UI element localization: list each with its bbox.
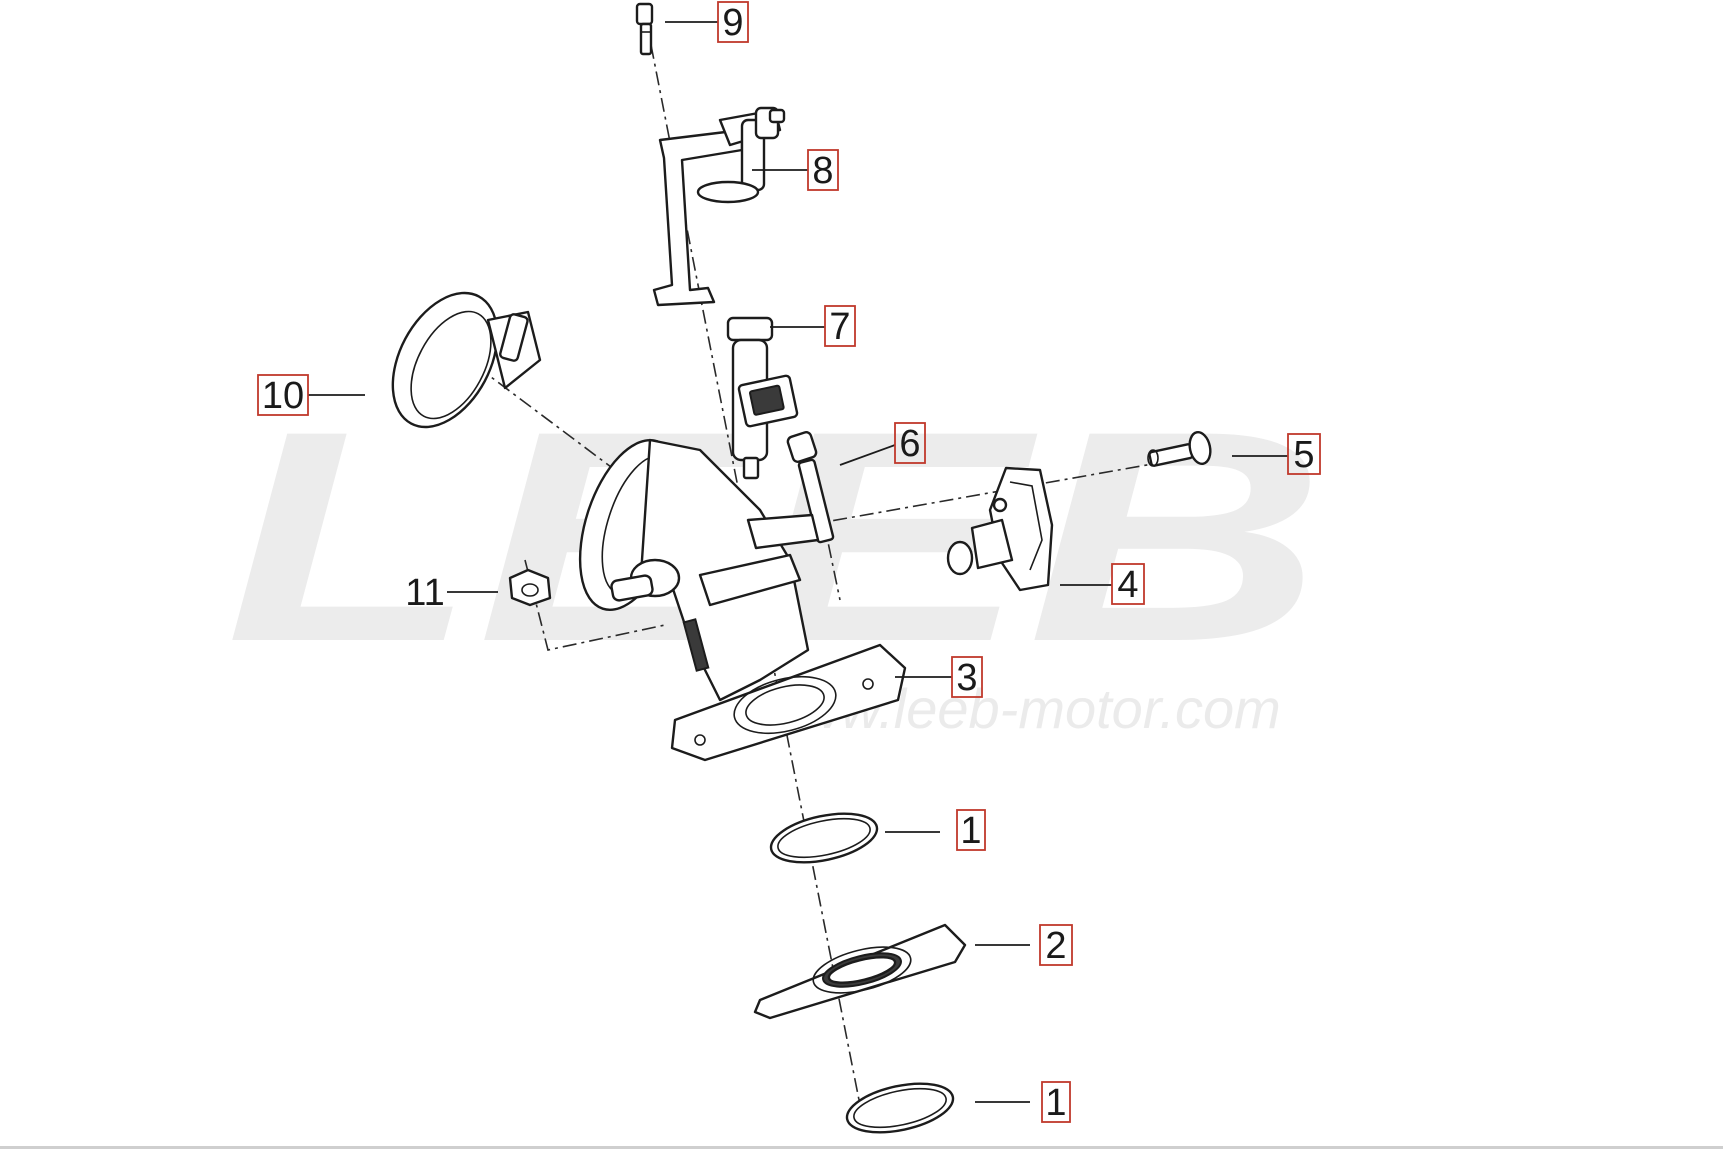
callout-label-11: 11 (405, 572, 444, 614)
callout-labels: 9 8 7 10 6 5 4 11 3 1 2 1 (262, 2, 1315, 1124)
callout-label-3: 3 (956, 657, 977, 699)
callout-box-7 (824, 305, 856, 347)
callout-box-4 (1111, 563, 1145, 605)
fuel-injector-part-7 (726, 316, 799, 480)
screw-part-5 (1147, 431, 1212, 467)
screw-part-6 (786, 431, 835, 544)
hose-clamp-part-10 (391, 291, 542, 429)
callout-label-9: 9 (722, 2, 743, 44)
callout-box-1-lower (1041, 1081, 1071, 1123)
nut-part-11 (508, 568, 552, 607)
leader-lines (308, 21, 1288, 1103)
callout-box-2 (1039, 924, 1073, 966)
callout-box-8 (807, 149, 839, 191)
callout-label-4: 4 (1117, 564, 1138, 606)
callout-box-5 (1287, 433, 1321, 475)
callout-label-8: 8 (812, 150, 833, 192)
callout-boxes (257, 1, 1321, 1123)
callout-box-6 (894, 422, 926, 464)
gasket-part-2 (753, 923, 967, 1020)
callout-label-10: 10 (262, 375, 304, 417)
callout-box-3 (951, 656, 983, 698)
callout-box-10 (257, 374, 309, 416)
screw-part-9 (635, 2, 654, 56)
fuel-rail-bracket-part-8 (652, 106, 786, 307)
o-ring-part-1-upper (769, 812, 879, 864)
callout-label-7: 7 (829, 306, 850, 348)
callout-label-1-lower: 1 (1045, 1082, 1066, 1124)
callout-box-1-upper (956, 809, 986, 851)
o-ring-part-1-lower (845, 1082, 955, 1134)
callout-box-9 (717, 1, 749, 43)
sensor-part-4 (946, 466, 1054, 592)
callout-label-5: 5 (1293, 434, 1314, 476)
callout-label-1-upper: 1 (960, 810, 981, 852)
callout-label-6: 6 (899, 423, 920, 465)
throttle-body-part-3 (578, 438, 907, 762)
bottom-divider (0, 1146, 1723, 1149)
callout-label-2: 2 (1045, 925, 1066, 967)
